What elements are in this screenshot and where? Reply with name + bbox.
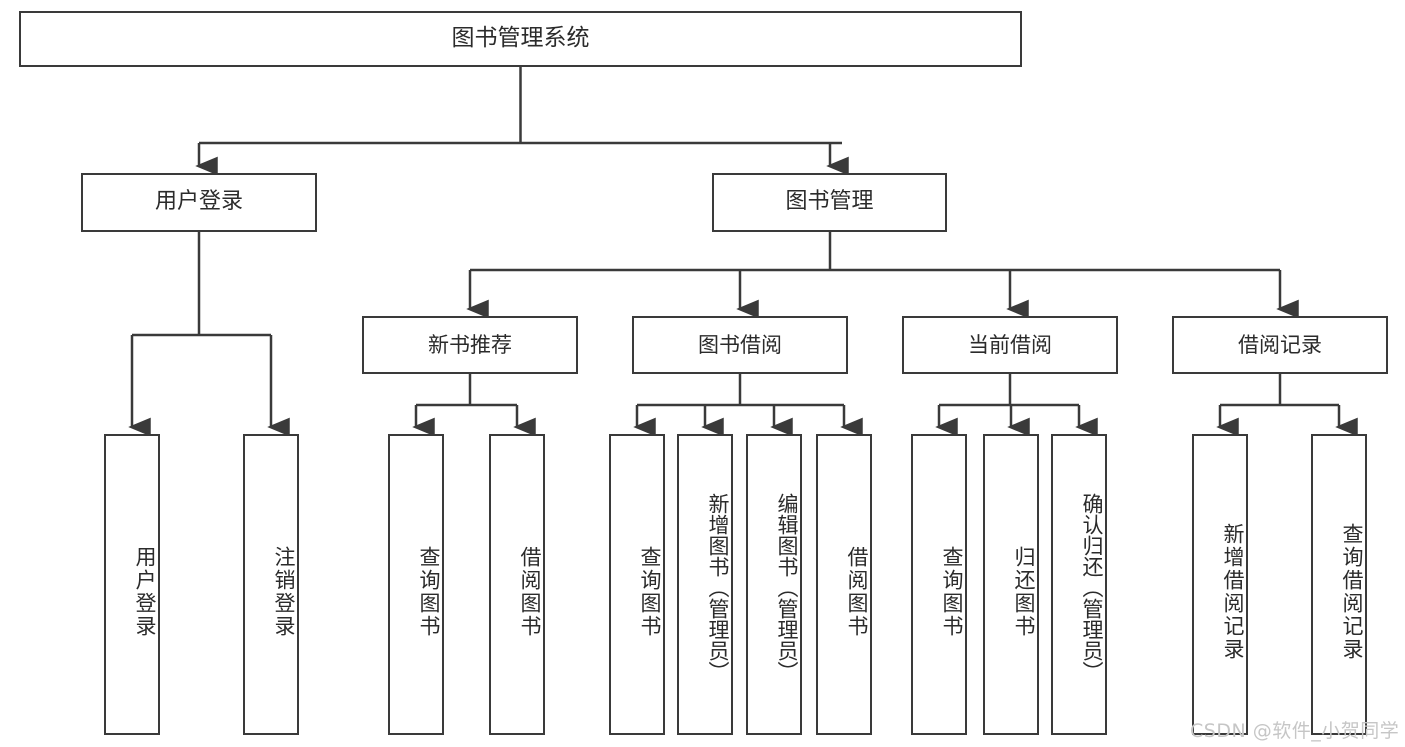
node-book-borrow[interactable]: 图书借阅 — [632, 316, 848, 374]
node-user-login[interactable]: 用户登录 — [81, 173, 317, 232]
node-borrow-record[interactable]: 借阅记录 — [1172, 316, 1388, 374]
node-current-borrow[interactable]: 当前借阅 — [902, 316, 1118, 374]
leaf-query-book-current[interactable]: 查询图书 — [911, 434, 967, 735]
leaf-user-logout[interactable]: 注销登录 — [243, 434, 299, 735]
leaf-edit-book-admin[interactable]: 编辑图书（管理员） — [746, 434, 802, 735]
csdn-watermark: CSDN @软件_小贺同学 — [1190, 720, 1400, 742]
leaf-query-book-recommend[interactable]: 查询图书 — [388, 434, 444, 735]
leaf-add-borrow-record[interactable]: 新增借阅记录 — [1192, 434, 1248, 735]
node-book-manage[interactable]: 图书管理 — [712, 173, 947, 232]
leaf-borrow-book-recommend[interactable]: 借阅图书 — [489, 434, 545, 735]
leaf-confirm-return-admin[interactable]: 确认归还（管理员） — [1051, 434, 1107, 735]
node-new-book-recommend[interactable]: 新书推荐 — [362, 316, 578, 374]
leaf-borrow-book[interactable]: 借阅图书 — [816, 434, 872, 735]
leaf-user-login[interactable]: 用户登录 — [104, 434, 160, 735]
node-root[interactable]: 图书管理系统 — [19, 11, 1022, 67]
leaf-query-book-borrow[interactable]: 查询图书 — [609, 434, 665, 735]
leaf-query-borrow-record[interactable]: 查询借阅记录 — [1311, 434, 1367, 735]
leaf-return-book[interactable]: 归还图书 — [983, 434, 1039, 735]
leaf-add-book-admin[interactable]: 新增图书（管理员） — [677, 434, 733, 735]
